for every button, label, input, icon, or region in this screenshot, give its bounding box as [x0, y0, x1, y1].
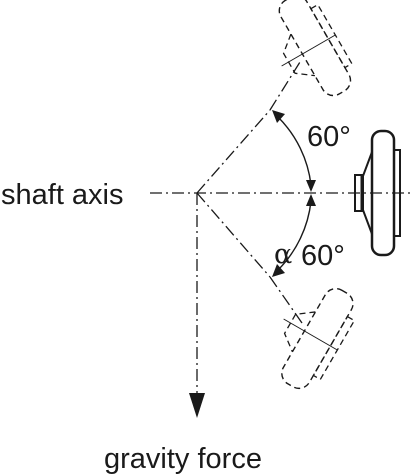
alpha-label: α [274, 239, 292, 270]
lower-angle-label: 60° [301, 240, 345, 272]
gravity-force-label: gravity force [104, 443, 262, 475]
right-wheel [354, 129, 401, 257]
shaft-axis-label: shaft axis [1, 179, 124, 211]
upper-wheel [278, 0, 353, 97]
upper-arc-arrow-end [306, 180, 316, 192]
lower-inclined-line [196, 192, 271, 278]
lower-arc-arrow-end [272, 264, 285, 277]
gravity-arrow-head [189, 393, 205, 418]
upper-inclined-line [196, 109, 271, 194]
lower-angle-arc [277, 200, 312, 271]
upper-angle-arc [277, 116, 312, 186]
upper-arc-arrow-start [272, 110, 285, 123]
lower-extension-line [269, 276, 303, 324]
upper-angle-label: 60° [307, 121, 351, 153]
lower-arc-arrow-start [306, 194, 316, 206]
upper-extension-line [269, 61, 301, 111]
lower-wheel [281, 287, 356, 390]
